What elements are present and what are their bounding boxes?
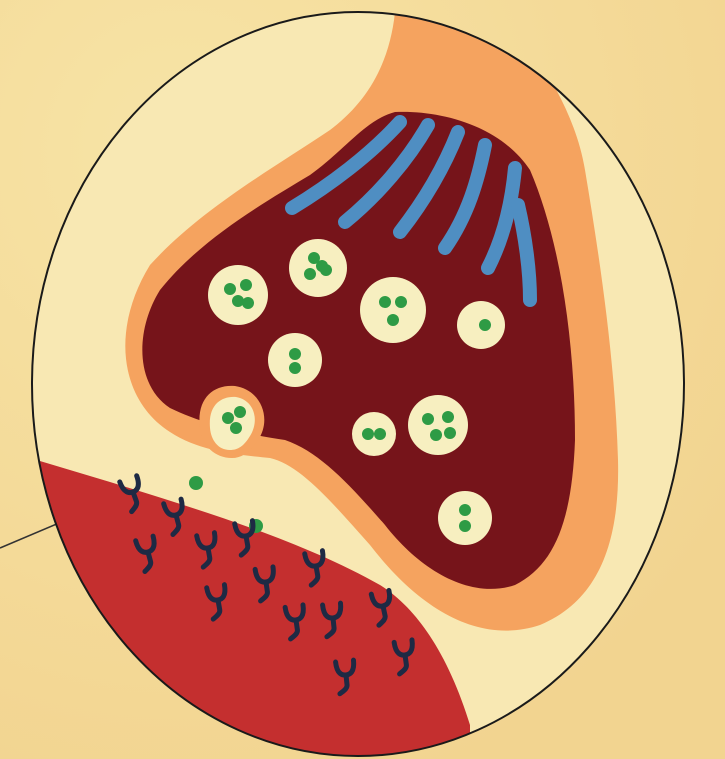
vesicle [289,239,347,297]
vesicle [208,265,268,325]
vesicle [438,491,492,545]
neurotransmitter-dot [240,279,252,291]
neurotransmitter-dot [230,422,242,434]
neurotransmitter-dot [422,413,434,425]
vesicle [268,333,322,387]
neurotransmitter-dot [316,260,328,272]
neurotransmitter-dot [374,428,386,440]
neurotransmitter-dot [289,348,301,360]
neurotransmitter-dot [289,362,301,374]
neurotransmitter-dot [232,295,244,307]
vesicle [360,277,426,343]
neurotransmitter-dot [222,412,234,424]
neurotransmitter-dot [224,283,236,295]
vesicle [408,395,468,455]
neurotransmitter-dot [430,429,442,441]
neurotransmitter-dot [387,314,399,326]
vesicle [352,412,396,456]
neurotransmitter-dot [479,319,491,331]
neurotransmitter-dot [444,427,456,439]
neurotransmitter-dot [395,296,407,308]
neurotransmitter-dot [362,428,374,440]
vesicle-body [408,395,468,455]
neurotransmitter-dot [242,297,254,309]
neurotransmitter-dot [442,411,454,423]
neurotransmitter-dot [234,406,246,418]
vesicle-body [360,277,426,343]
neurotransmitter-dot [379,296,391,308]
vesicle [457,301,505,349]
neurotransmitter-dot [304,268,316,280]
neurotransmitter-dot [189,476,203,490]
neurotransmitter-dot [459,504,471,516]
vesicle-body [438,491,492,545]
neurotransmitter-dot [459,520,471,532]
